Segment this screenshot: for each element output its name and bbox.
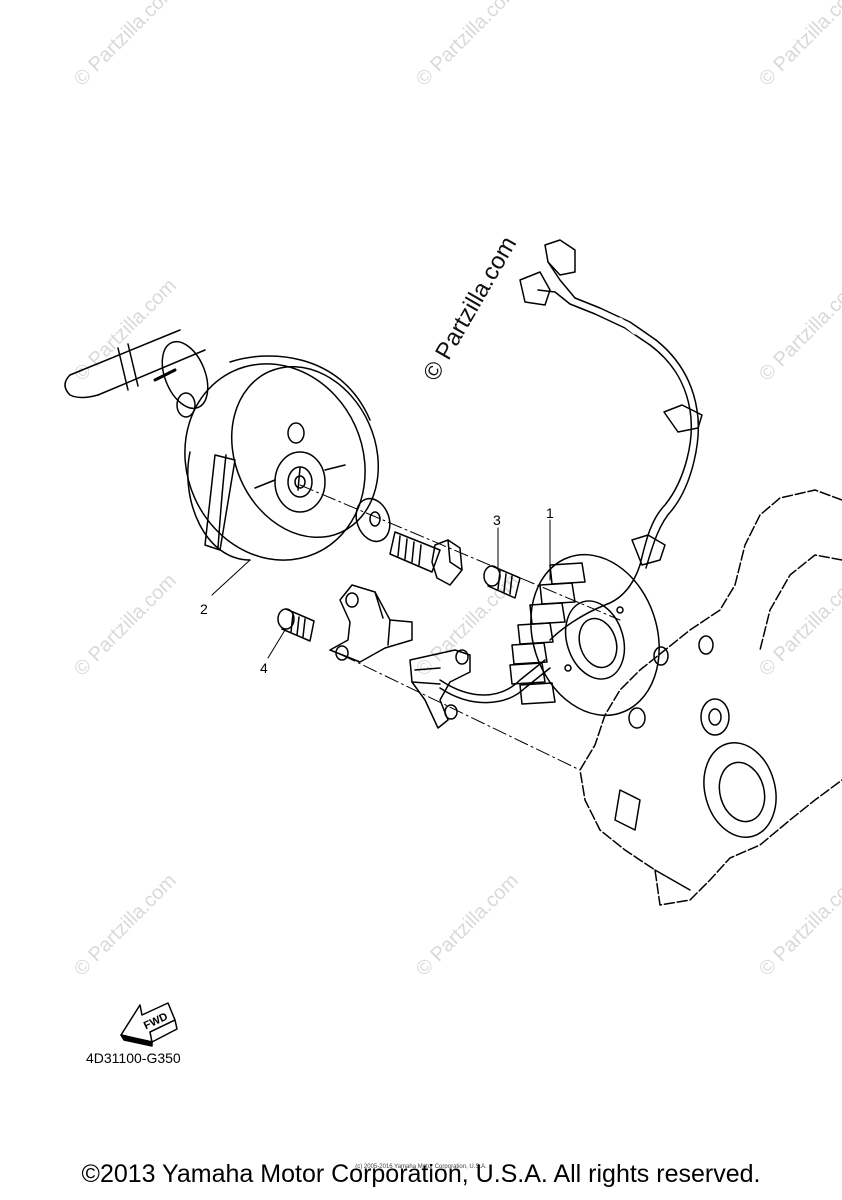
screw-3 [483, 565, 521, 599]
copyright-notice: ©2013 Yamaha Motor Corporation, U.S.A. A… [81, 1160, 761, 1188]
crankcase-cover [579, 489, 842, 906]
screw-4 [277, 608, 315, 642]
rotor-bolt [389, 531, 463, 586]
fwd-arrow-icon [120, 1002, 178, 1047]
tiny-copyright: (c) 2005-2016 Yamaha Motor Corporation, … [355, 1164, 487, 1170]
crankshaft-end [64, 329, 209, 418]
pickup-coil [409, 649, 471, 729]
leader-line-4 [267, 629, 286, 659]
stator [509, 553, 660, 717]
pickup-bracket [329, 584, 413, 663]
callout-2: 2 [200, 601, 208, 617]
callout-3: 3 [493, 512, 501, 528]
leader-line-2 [211, 559, 251, 596]
rotor-flywheel [184, 355, 380, 561]
washer [355, 497, 391, 543]
diagram-code: 4D31100-G350 [86, 1050, 181, 1066]
wire-harness [439, 239, 703, 704]
alignment-line [341, 654, 581, 771]
callout-1: 1 [546, 505, 554, 521]
callout-4: 4 [260, 660, 268, 676]
